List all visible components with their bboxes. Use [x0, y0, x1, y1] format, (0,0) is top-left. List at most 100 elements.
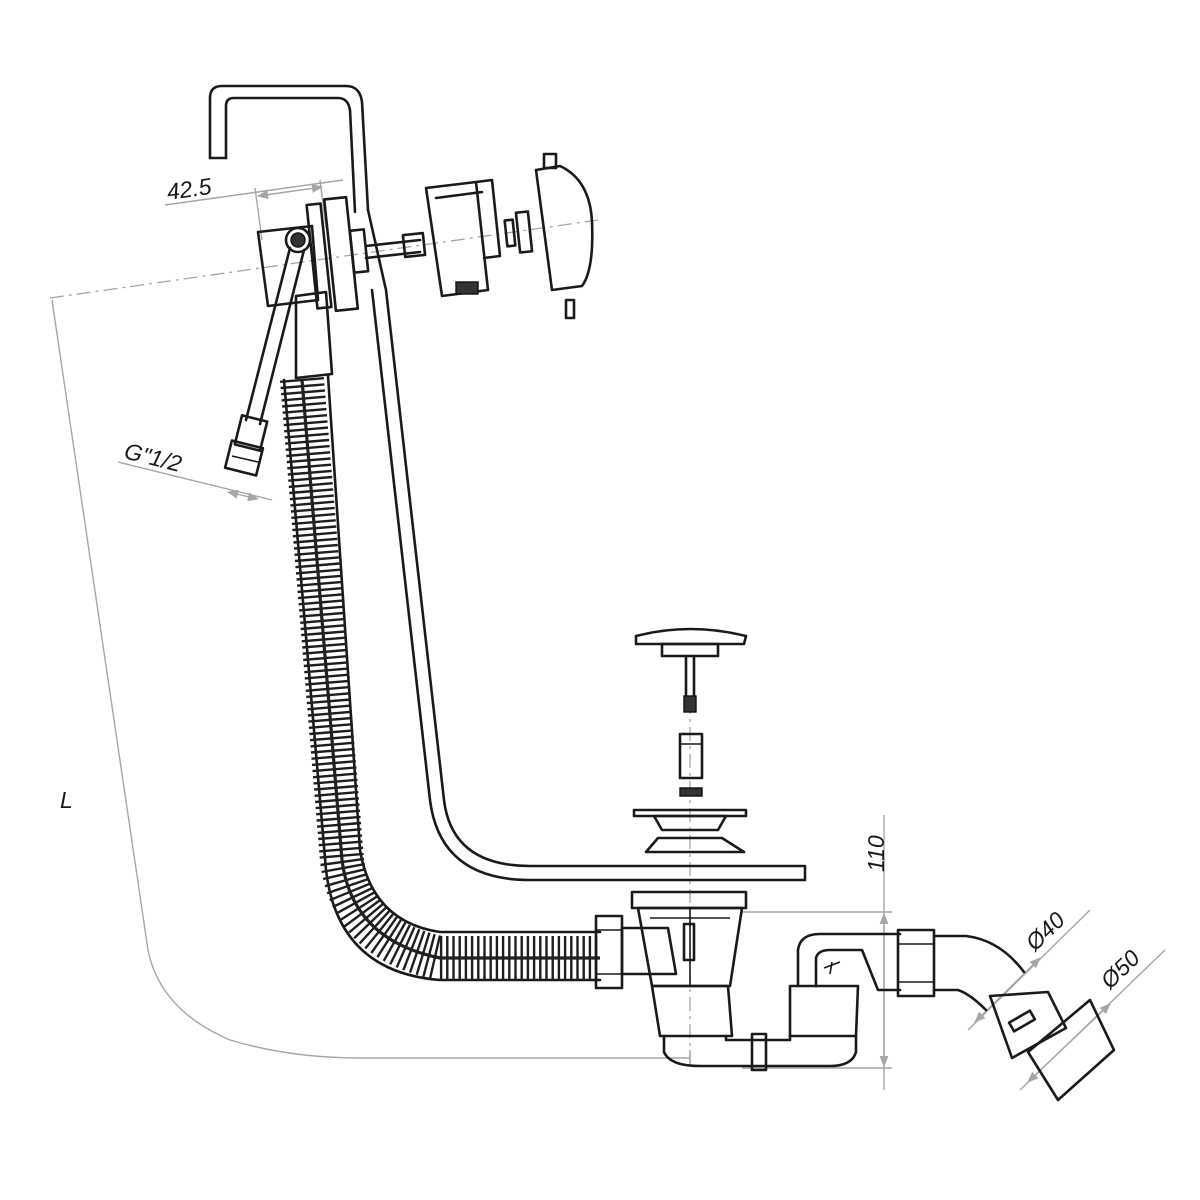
hose-rib — [318, 840, 363, 847]
hose-rib — [314, 784, 358, 791]
hose-rib — [305, 685, 350, 692]
hose-rib — [301, 636, 346, 643]
hose-rib — [314, 797, 360, 804]
hose-rib — [322, 867, 367, 881]
drain-body — [630, 890, 748, 988]
hose-rib — [320, 857, 365, 867]
hose-rib — [408, 930, 426, 973]
hose-rib — [304, 673, 349, 680]
hose-rib — [353, 906, 387, 940]
hose-rib — [415, 932, 431, 976]
hose-rib — [282, 401, 327, 408]
hose-rib — [313, 778, 358, 785]
hose-rib — [317, 828, 362, 835]
hose-rib — [308, 723, 353, 729]
corrugated-overflow-hose — [280, 290, 602, 982]
hose-rib — [309, 735, 354, 742]
hose-rib — [389, 924, 411, 965]
hose-rib — [316, 809, 361, 816]
hose-rib — [290, 506, 335, 513]
hose-rib — [295, 568, 341, 575]
overflow-cable-rod — [208, 84, 807, 882]
hose-rib — [292, 525, 337, 532]
hose-rib — [302, 642, 347, 649]
plug-spindle-insert — [678, 732, 704, 797]
hose-rib — [303, 661, 348, 668]
hose-rib — [348, 903, 384, 934]
hose-rib — [300, 624, 345, 631]
hose-rib — [304, 667, 349, 674]
hose-rib — [307, 704, 352, 711]
hose-rib — [303, 655, 348, 662]
hose-rib — [288, 482, 333, 489]
hose-rib — [310, 741, 355, 748]
hose-rib — [312, 772, 358, 779]
drain-flange — [632, 808, 748, 854]
hose-rib — [311, 760, 356, 767]
hose-rib — [296, 574, 341, 581]
hose-rib — [358, 910, 391, 945]
dimension-lines — [49, 179, 1166, 1091]
hose-rib — [293, 543, 338, 550]
hose-rib — [343, 899, 381, 928]
hose-rib — [288, 475, 333, 482]
hose-rib — [287, 463, 332, 470]
hose-connector-nut — [594, 914, 678, 990]
hose-rib — [326, 877, 370, 895]
hose-rib — [316, 815, 361, 822]
water-inlet-hose — [223, 246, 306, 477]
hose-rib — [324, 872, 368, 888]
hose-rib — [290, 500, 335, 507]
hose-rib — [321, 862, 366, 874]
hose-rib — [280, 377, 324, 383]
hose-rib — [281, 395, 326, 402]
hose-rib — [318, 834, 363, 841]
outlet-elbow — [896, 928, 1116, 1102]
hose-rib — [301, 630, 346, 637]
hose-rib — [294, 556, 339, 563]
hose-rib — [289, 494, 334, 501]
hose-rib — [292, 531, 337, 538]
dimension-label-diameter-50: Ø50 — [1095, 945, 1145, 995]
hose-rib — [293, 537, 338, 544]
hose-rib — [300, 617, 345, 624]
hose-rib — [299, 605, 344, 612]
hose-rib — [302, 648, 347, 655]
pop-up-plug-cap — [634, 627, 748, 713]
hose-rib — [306, 698, 351, 705]
hose-rib — [282, 407, 327, 414]
hose-rib — [285, 444, 330, 451]
hose-rib — [294, 550, 339, 556]
hose-rib — [329, 882, 371, 902]
hose-rib — [280, 383, 325, 390]
hose-rib — [283, 420, 328, 427]
hose-rib — [291, 519, 336, 526]
hose-rib — [339, 895, 378, 922]
siphon-trap — [650, 932, 902, 1072]
hose-rib — [289, 488, 334, 495]
hose-rib — [306, 692, 351, 699]
hose-rib — [283, 414, 328, 421]
hose-rib — [395, 926, 416, 968]
hose-rib — [285, 438, 330, 445]
hose-rib — [291, 512, 336, 519]
hose-rib — [332, 886, 373, 909]
hose-rib — [286, 457, 331, 464]
dimension-label-height: 110 — [863, 835, 889, 872]
dimension-label-length: L — [60, 787, 73, 813]
hose-rib — [287, 469, 332, 476]
hose-rib — [295, 562, 340, 569]
hose-rib — [314, 790, 359, 797]
hose-rib — [402, 928, 421, 971]
overflow-cap — [534, 152, 594, 320]
hose-rib — [309, 729, 354, 736]
hose-rib — [315, 803, 360, 810]
hose-rib — [370, 916, 398, 954]
overflow-head — [256, 195, 427, 313]
hose-rib — [428, 935, 442, 979]
hose-rib — [286, 451, 331, 458]
hose-rib — [382, 922, 407, 962]
overflow-cover-body — [424, 178, 534, 298]
hose-rib — [310, 747, 355, 754]
